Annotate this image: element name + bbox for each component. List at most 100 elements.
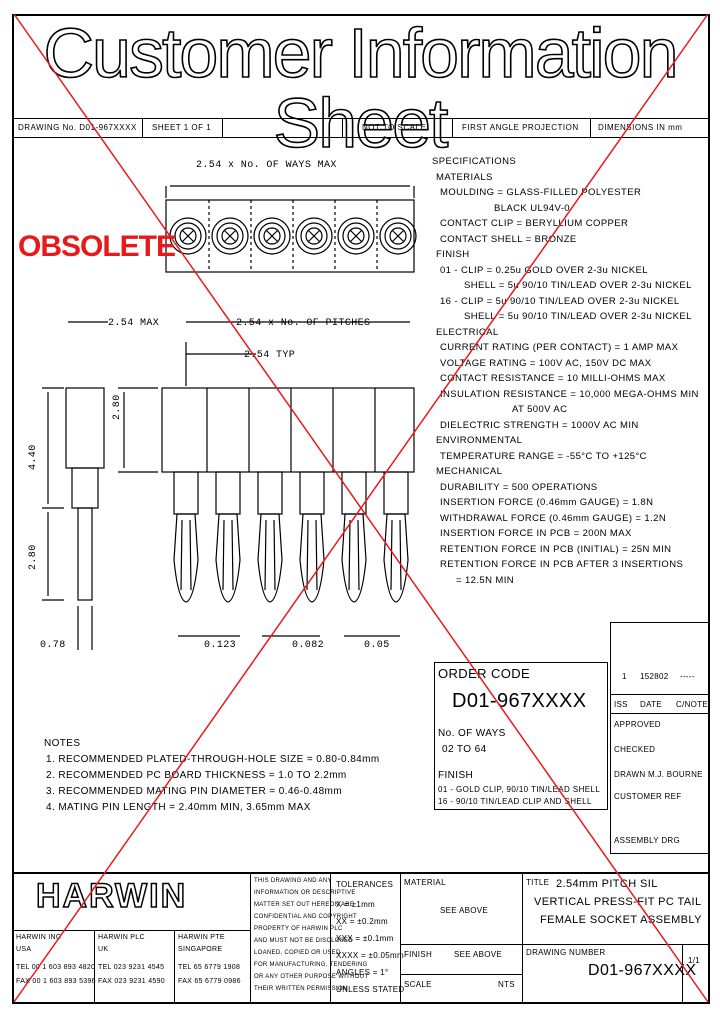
office-fax: FAX 65 6779 0986	[178, 978, 241, 985]
tolerance-line: XX = ±0.2mm	[336, 917, 388, 926]
title-line-2: VERTICAL PRESS-FIT PC TAIL	[534, 896, 702, 908]
spec-line: FINISH	[436, 249, 470, 260]
order-finish-16: 16 - 90/10 TIN/LEAD CLIP AND SHELL	[438, 797, 592, 806]
spec-line: INSERTION FORCE IN PCB = 200N MAX	[440, 528, 632, 539]
spec-line: CURRENT RATING (PER CONTACT) = 1 AMP MAX	[440, 342, 679, 353]
material-value: SEE ABOVE	[440, 906, 489, 915]
pin-collar	[341, 471, 367, 515]
spec-line: SPECIFICATIONS	[432, 156, 517, 167]
spec-line: = 12.5N MIN	[456, 574, 514, 586]
pin-collar	[257, 471, 283, 515]
drawing-number: D01-967XXXX	[588, 962, 697, 979]
order-finish-01: 01 - GOLD CLIP, 90/10 TIN/LEAD SHELL	[438, 785, 601, 794]
order-ways-range: 02 TO 64	[442, 744, 487, 755]
office-fax: FAX 00 1 603 893 5396	[16, 978, 96, 985]
office-name: HARWIN PLC	[98, 934, 145, 941]
spec-line: VOLTAGE RATING = 100V AC, 150V DC MAX	[440, 357, 652, 369]
drawing-number-label: DRAWING NUMBER	[526, 948, 606, 957]
copyright-line: INFORMATION OR DESCRIPTIVE	[254, 890, 356, 896]
dim-clip-dia: 0.123	[204, 640, 237, 651]
dim-pin-dia: 0.78	[40, 640, 66, 651]
spec-line: ENVIRONMENTAL	[436, 435, 523, 446]
pin-tail	[257, 513, 283, 603]
note-4: 4. MATING PIN LENGTH = 2.40mm MIN, 3.65m…	[46, 802, 311, 813]
rev-number: 1	[622, 672, 627, 681]
sheet-number: 1/1	[688, 956, 701, 965]
tolerance-line: XXX = ±0.1mm	[336, 934, 394, 943]
spec-line: MECHANICAL	[436, 466, 503, 477]
dim-top-overall: 2.54 x No. OF WAYS MAX	[196, 160, 337, 171]
spec-line: BLACK UL94V-0	[494, 202, 570, 214]
copyright-line: THIS DRAWING AND ANY	[254, 878, 332, 884]
pin-collar	[383, 471, 409, 515]
office-fax: FAX 023 9231 4590	[98, 978, 165, 985]
office-country: UK	[98, 946, 109, 953]
office-tel: TEL 65 6779 1908	[178, 964, 241, 971]
spec-line: TEMPERATURE RANGE = -55°C TO +125°C	[440, 450, 647, 462]
note-1: 1. RECOMMENDED PLATED-THROUGH-HOLE SIZE …	[46, 754, 380, 765]
rev-ecn: 152802	[640, 672, 669, 681]
order-code-heading: ORDER CODE	[438, 666, 531, 681]
dim-pitch: 2.54 TYP	[244, 350, 296, 361]
tolerances-label: TOLERANCES	[336, 880, 394, 889]
dim-body-width: 2.54 MAX	[108, 318, 160, 329]
copyright-line: PROPERTY OF HARWIN PLC	[254, 926, 343, 932]
approval-block	[610, 714, 710, 854]
spec-line: DIELECTRIC STRENGTH = 1000V AC MIN	[440, 419, 639, 431]
dim-overall-height: 4.40	[28, 444, 39, 470]
rev-col-date: DATE	[640, 700, 662, 709]
rev-col-iss: ISS	[614, 700, 628, 709]
spec-line: RETENTION FORCE IN PCB AFTER 3 INSERTION…	[440, 559, 684, 570]
spec-line: ELECTRICAL	[436, 326, 499, 338]
pin-collar	[215, 471, 241, 515]
spec-line: 01 - CLIP = 0.25u GOLD OVER 2-3u NICKEL	[440, 264, 648, 276]
tolerance-line: UNLESS STATED	[336, 985, 405, 994]
spec-line: CONTACT RESISTANCE = 10 MILLI-OHMS MAX	[440, 373, 666, 384]
side-view-body	[65, 387, 105, 469]
material-label: MATERIAL	[404, 878, 446, 887]
assembly-label: ASSEMBLY DRG	[614, 836, 680, 845]
pin-tail	[215, 513, 241, 603]
spec-line: RETENTION FORCE IN PCB (INITIAL) = 25N M…	[440, 543, 672, 555]
finish-label: FINISH	[404, 950, 433, 959]
drawn-label: DRAWN M.J. BOURNE	[614, 770, 703, 779]
spec-line: 16 - CLIP = 5u 90/10 TIN/LEAD OVER 2-3u …	[440, 295, 680, 307]
rev-col-cnote: C/NOTE	[676, 700, 709, 709]
spec-line: MATERIALS	[436, 171, 493, 183]
spec-line: SHELL = 5u 90/10 TIN/LEAD OVER 2-3u NICK…	[464, 280, 692, 291]
checked-label: CHECKED	[614, 745, 656, 754]
spec-line: SHELL = 5u 90/10 TIN/LEAD OVER 2-3u NICK…	[464, 311, 692, 322]
office-country: USA	[16, 946, 32, 953]
pin-tail	[383, 513, 409, 603]
spec-line: CONTACT CLIP = BERYLLIUM COPPER	[440, 218, 629, 229]
pin-collar	[173, 471, 199, 515]
note-3: 3. RECOMMENDED MATING PIN DIAMETER = 0.4…	[46, 786, 343, 797]
tolerance-line: XXXX = ±0.05mm	[336, 951, 404, 960]
order-code: D01-967XXXX	[452, 690, 587, 712]
notes-heading: NOTES	[44, 738, 81, 749]
spec-line: INSERTION FORCE (0.46mm GAUGE) = 1.8N	[440, 497, 654, 508]
dim-body-height: 2.80	[112, 394, 123, 420]
title-line-3: FEMALE SOCKET ASSEMBLY	[540, 914, 702, 926]
spec-line: CONTACT SHELL = BRONZE	[440, 233, 577, 245]
rev-dash: -----	[680, 672, 695, 681]
spec-line: WITHDRAWAL FORCE (0.46mm GAUGE) = 1.2N	[440, 512, 667, 524]
copyright-line: THEIR WRITTEN PERMISSION	[254, 986, 348, 992]
dim-spacing: 0.082	[292, 640, 325, 651]
pin-collar	[299, 471, 325, 515]
copyright-line: LOANED, COPIED OR USED	[254, 950, 341, 956]
spec-line: DURABILITY = 500 OPERATIONS	[440, 481, 598, 493]
office-tel: TEL 00 1 603 893 4820	[16, 964, 96, 971]
pin-tail	[341, 513, 367, 603]
front-view-housing	[161, 387, 415, 473]
title-label: TITLE	[526, 878, 550, 887]
dim-pitches: 2.54 x No. OF PITCHES	[236, 318, 371, 329]
spec-line: MOULDING = GLASS-FILLED POLYESTER	[440, 187, 642, 198]
scale-label: SCALE	[404, 980, 432, 989]
approved-label: APPROVED	[614, 720, 661, 729]
scale-value: NTS	[498, 980, 515, 989]
office-name: HARWIN PTE	[178, 934, 225, 941]
pin-tail	[173, 513, 199, 603]
order-ways-label: No. OF WAYS	[438, 728, 506, 739]
finish-value: SEE ABOVE	[454, 950, 503, 959]
